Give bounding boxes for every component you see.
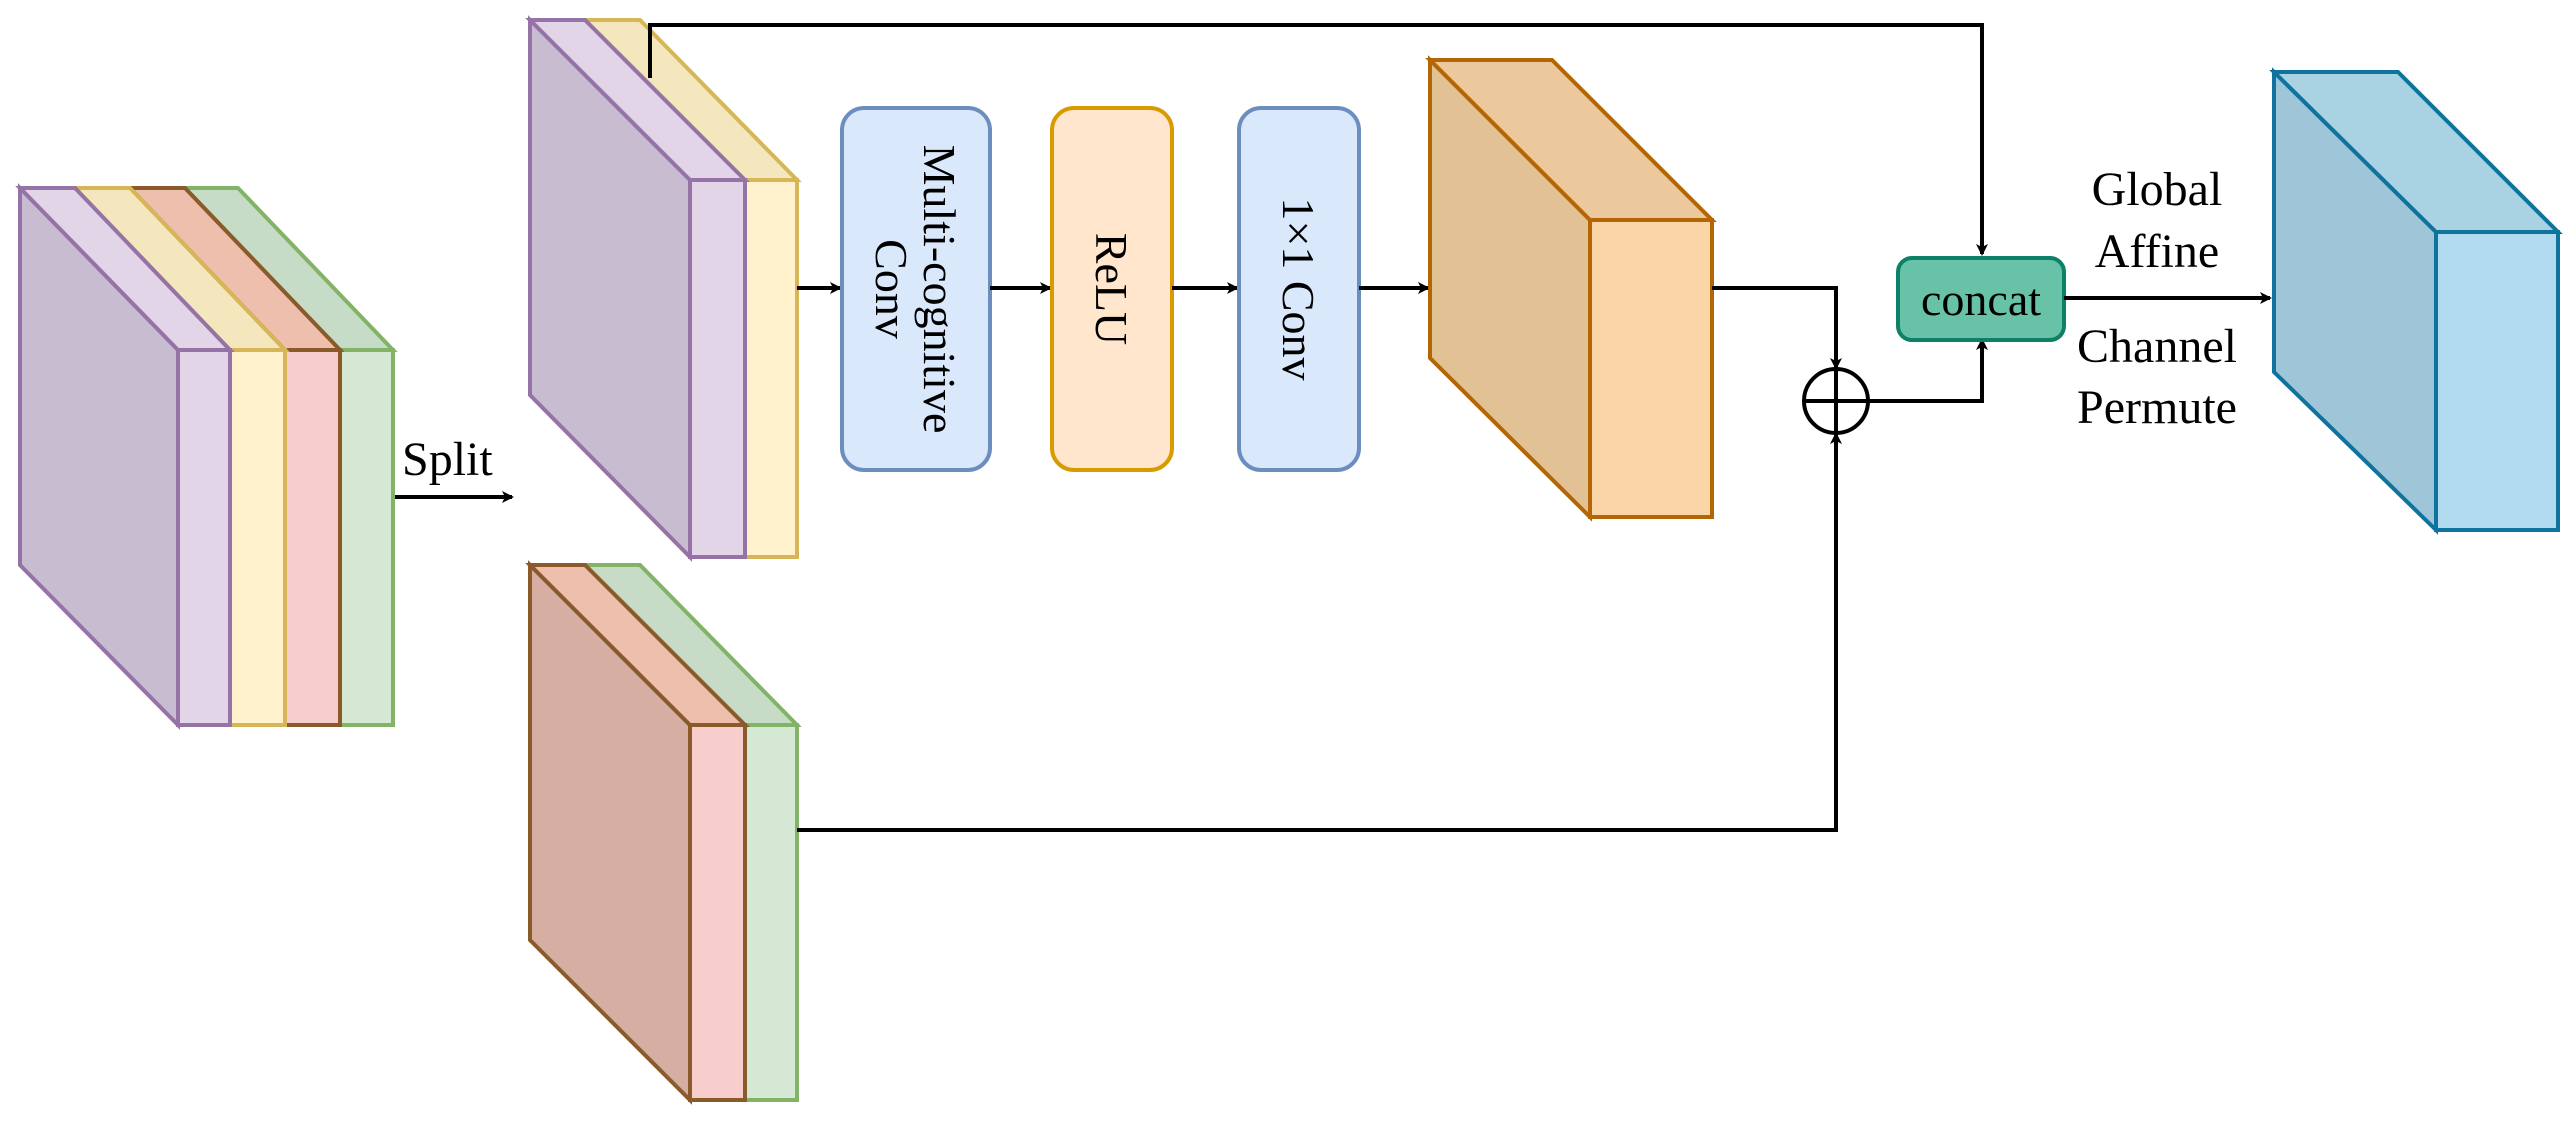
elementwise-add-node [1802, 367, 1870, 435]
input-slice-red [125, 186, 345, 727]
lower-branch-tensor [525, 560, 802, 1105]
lower-slice-red [525, 560, 750, 1105]
upper-slice-yellow [580, 18, 802, 559]
input-feature-map [15, 183, 398, 730]
concat-block: concat [1896, 256, 2066, 342]
multi-cognitive-conv-block: Multi-cognitive Conv [840, 106, 992, 472]
upper-slice-purple [525, 15, 750, 562]
concat-label: concat [1921, 274, 2041, 325]
conv1x1-label: 1×1 Conv [1273, 197, 1324, 380]
input-slice-purple [15, 183, 235, 730]
relu-label: ReLU [1086, 233, 1137, 345]
channel-label: Channel [2077, 320, 2237, 373]
upper-branch-tensor [525, 15, 802, 562]
permute-label: Permute [2077, 381, 2237, 434]
relu-block: ReLU [1050, 106, 1174, 472]
multi-cognitive-label-line2: Conv [866, 239, 917, 339]
conv1x1-block: 1×1 Conv [1237, 106, 1361, 472]
arrow-conv-output-to-add [1712, 286, 1842, 370]
arrow-lower-branch-to-add [797, 432, 1842, 832]
conv-output-tensor [1425, 55, 1717, 522]
affine-label: Affine [2095, 225, 2219, 278]
output-tensor [2269, 67, 2563, 535]
split-label: Split [402, 433, 493, 486]
arrow-add-to-concat [1868, 338, 1988, 403]
multi-cognitive-label-line1: Multi-cognitive [914, 145, 965, 434]
global-label: Global [2092, 163, 2223, 216]
skip-connection-to-concat [648, 23, 1988, 256]
